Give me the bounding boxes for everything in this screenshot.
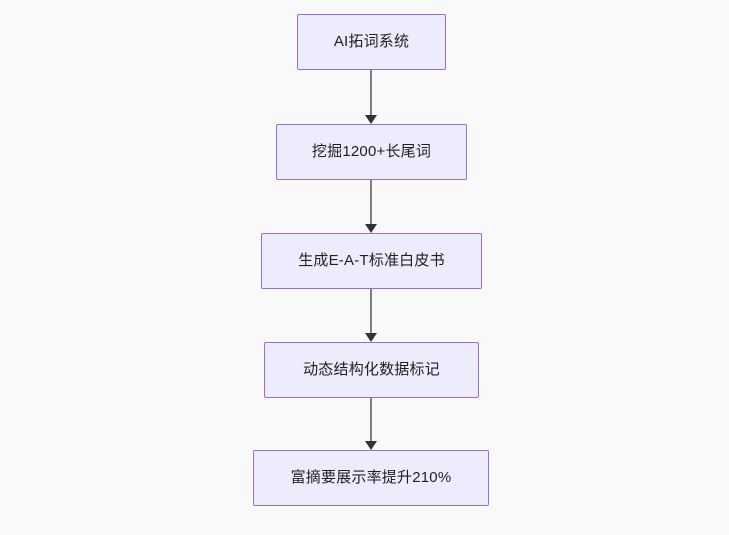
flow-node-longtail-mining[interactable]: 挖掘1200+长尾词 [276,124,467,180]
arrowhead-icon [365,441,377,450]
flow-node-label: 动态结构化数据标记 [303,361,440,378]
flow-node-label: 富摘要展示率提升210% [290,469,452,486]
flow-node-label: 生成E-A-T标准白皮书 [298,252,445,269]
arrowhead-icon [365,115,377,124]
edge-line [370,398,372,442]
flow-node-rich-snippet-result[interactable]: 富摘要展示率提升210% [253,450,489,506]
edge-line [370,180,372,225]
arrowhead-icon [365,333,377,342]
flow-node-eat-whitepaper[interactable]: 生成E-A-T标准白皮书 [261,233,482,289]
flow-node-label: 挖掘1200+长尾词 [311,143,432,160]
flow-node-structured-data-markup[interactable]: 动态结构化数据标记 [264,342,479,398]
flow-node-label: AI拓词系统 [333,33,410,50]
edge-line [370,70,372,116]
arrowhead-icon [365,224,377,233]
flow-node-ai-keyword-system[interactable]: AI拓词系统 [297,14,446,70]
edge-line [370,289,372,334]
